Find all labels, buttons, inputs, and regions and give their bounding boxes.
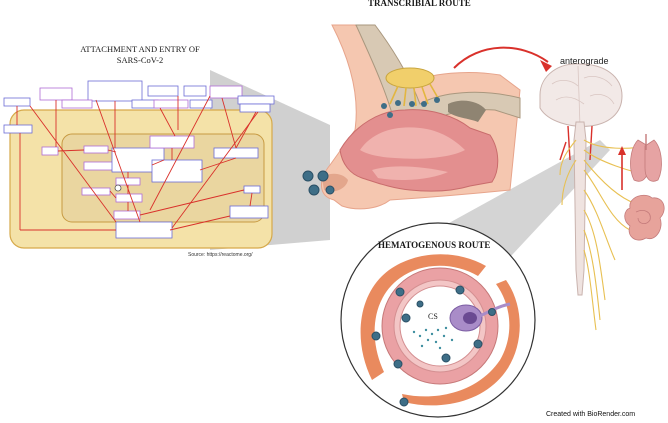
pathway-diagram (3, 80, 275, 249)
pathway-title-line2: SARS-CoV-2 (116, 55, 164, 65)
route-arrow (453, 46, 549, 69)
pathway-title: ATTACHMENT AND ENTRY OF SARS-CoV-2 (40, 44, 240, 66)
pathway-title-line1: ATTACHMENT AND ENTRY OF (80, 44, 200, 54)
cs-label: CS (428, 312, 438, 321)
cns-illustration (539, 63, 665, 331)
nasal-cavity-illustration (302, 24, 521, 210)
anterograde-label: anterograde (560, 56, 609, 66)
transcribial-route-label: TRANSCRIBIAL ROUTE (368, 0, 471, 8)
route-arrow-head (540, 60, 552, 72)
blood-vessel-illustration (340, 222, 536, 418)
source-note: Source: https://reactome.org/ (188, 252, 253, 258)
biorender-credit: Created with BioRender.com (546, 411, 636, 418)
hematogenous-route-label: HEMATOGENOUS ROUTE (378, 240, 491, 250)
